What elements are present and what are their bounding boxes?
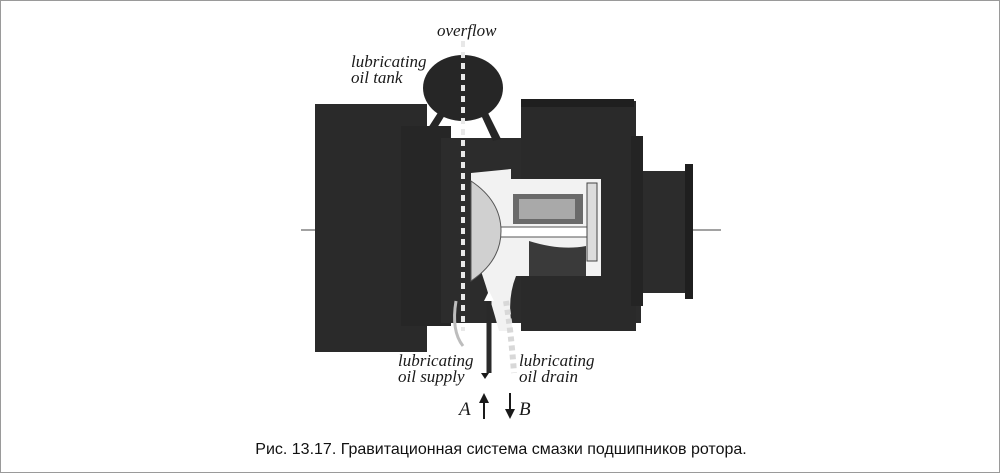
- label-oil-supply: lubricating oil supply: [398, 351, 474, 386]
- label-overflow: overflow: [437, 21, 497, 40]
- turbine-disc: [586, 182, 598, 262]
- inner-dark-insert: [529, 241, 586, 276]
- label-oil-drain: lubricating oil drain: [519, 351, 595, 386]
- arrow-a-head: [479, 393, 489, 403]
- outlet-pipe-flange: [685, 164, 693, 299]
- label-b: B: [519, 399, 531, 420]
- arrow-b-head: [505, 409, 515, 419]
- supply-flow-marker: [484, 291, 494, 301]
- bearing-insert: [519, 199, 575, 219]
- label-oil-supply-line1: lubricating: [398, 351, 474, 370]
- tank-leg-right: [481, 111, 501, 141]
- label-oil-drain-line2: oil drain: [519, 367, 579, 386]
- inlet-marker: [481, 373, 489, 379]
- label-a: A: [459, 399, 471, 420]
- tank-leg-left: [421, 111, 445, 141]
- label-oil-supply-line2: oil supply: [398, 367, 465, 386]
- figure-caption: Рис. 13.17. Гравитационная система смазк…: [255, 441, 747, 458]
- label-oil-drain-line1: lubricating: [519, 351, 595, 370]
- outlet-pipe: [636, 171, 691, 293]
- return-pipe: [453, 300, 465, 347]
- label-oil-tank-line1: lubricating: [351, 52, 427, 71]
- label-oil-tank-line2: oil tank: [351, 68, 403, 87]
- compressor-wheel: [470, 180, 502, 282]
- right-housing-flange: [521, 99, 634, 107]
- right-housing-step: [631, 136, 643, 306]
- drain-pipe: [503, 300, 517, 374]
- label-oil-tank: lubricating oil tank: [351, 52, 427, 87]
